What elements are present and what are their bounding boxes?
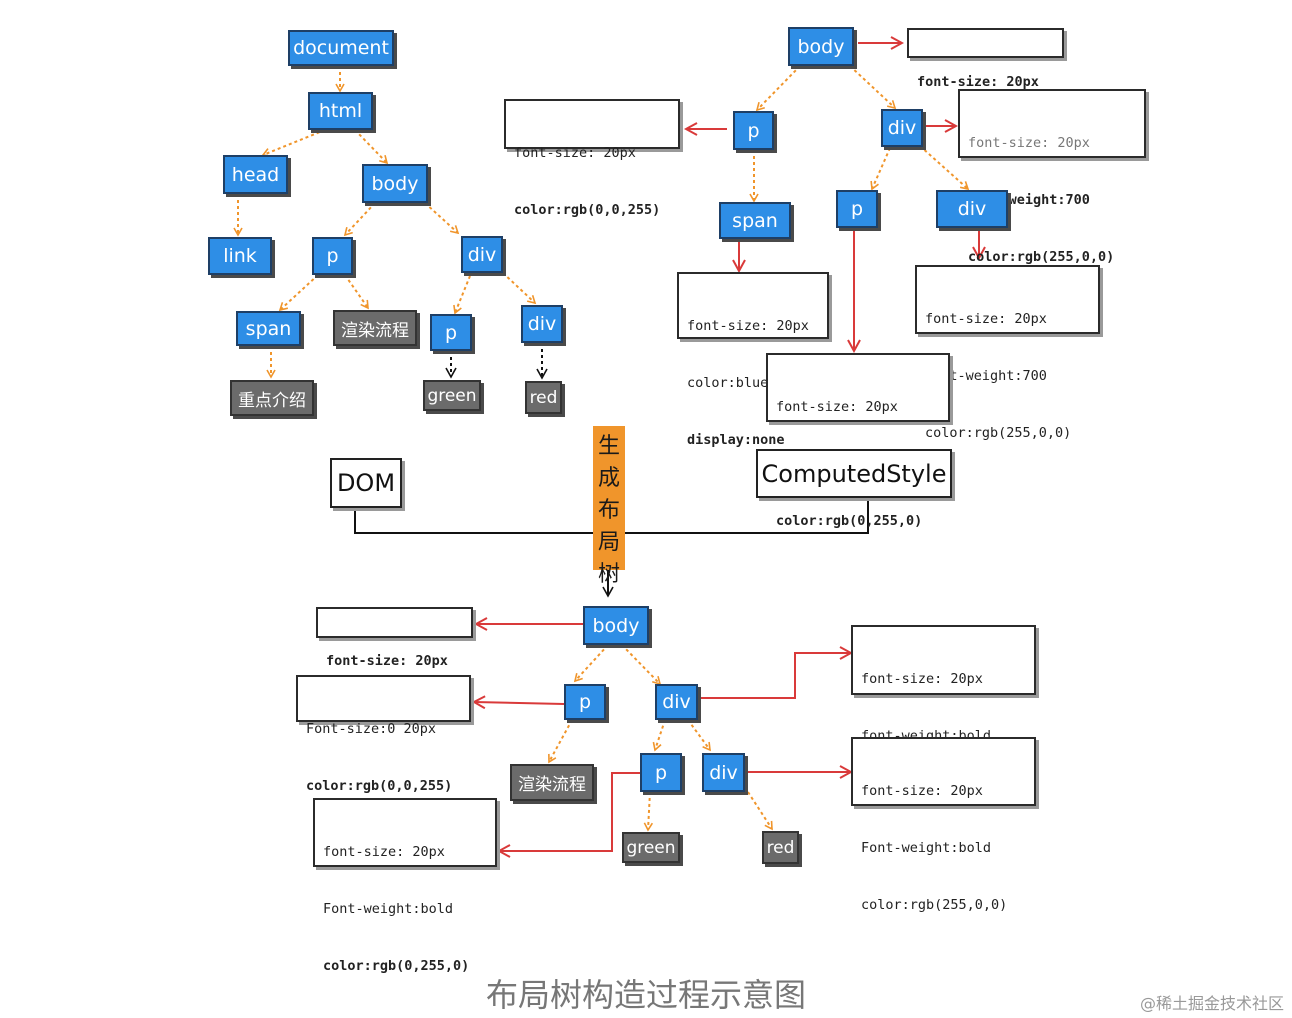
- dom-node-p2: p: [430, 314, 472, 351]
- style-line: font-size: 20px: [861, 671, 983, 687]
- dom-node-div2: div: [521, 305, 563, 343]
- dom-node-div: div: [461, 236, 503, 273]
- gen-char: 成: [597, 466, 620, 491]
- style-line: Font-weight:bold: [861, 840, 992, 856]
- style-line: color:rgb(0,0,255): [514, 202, 661, 218]
- layout-box-p: Font-size:0 20px color:rgb(0,0,255): [296, 675, 471, 794]
- style-line: font-size: 20px: [687, 318, 809, 334]
- style-line: font-size: 20px: [323, 844, 445, 860]
- layout-box-div2: font-size: 20px Font-weight:bold color:r…: [851, 737, 1036, 913]
- style-box-body: font-size: 20px: [907, 28, 1064, 90]
- style-line: color:blue: [687, 375, 769, 391]
- dom-label: DOM: [330, 458, 402, 508]
- dom-node-html: html: [308, 92, 373, 130]
- style-box-p2: font-size: 20px Font-weight:bold color:r…: [766, 353, 950, 529]
- dom-text-render-flow: 渲染流程: [333, 310, 417, 346]
- dom-node-head: head: [223, 155, 288, 194]
- style-line: Font-weight:700: [925, 368, 1047, 384]
- style-node-div2: div: [936, 190, 1008, 228]
- dom-node-p: p: [312, 237, 353, 275]
- style-line: color:rgb(255,0,0): [861, 897, 1008, 913]
- style-line: color:rgb(0,0,255): [306, 778, 453, 794]
- layout-text-green: green: [622, 832, 680, 863]
- style-line: font-size: 20px: [776, 399, 898, 415]
- dom-node-link: link: [208, 237, 272, 275]
- gen-char: 生: [597, 434, 620, 459]
- style-box-p: font-size: 20px color:rgb(0,0,255): [504, 99, 680, 218]
- dom-node-body: body: [362, 164, 428, 203]
- layout-node-body: body: [583, 606, 649, 645]
- style-box-div: font-size: 20px font-weight:700 color:rg…: [958, 89, 1146, 265]
- layout-box-body: font-size: 20px: [316, 607, 473, 669]
- dom-text-key-intro: 重点介绍: [230, 380, 314, 416]
- style-line: Font-weight:bold: [323, 901, 454, 917]
- style-line: color:rgb(255,0,0): [925, 425, 1072, 441]
- layout-box-div: font-size: 20px font-weight:bold color:r…: [851, 625, 1036, 801]
- layout-node-div: div: [655, 684, 698, 720]
- merge-edges: [354, 498, 869, 598]
- style-line: color:rgb(255,0,0): [968, 249, 1115, 265]
- style-line: font-size: 20px: [968, 135, 1090, 151]
- style-box-div2: font-size: 20px Font-weight:700 color:rg…: [915, 265, 1100, 441]
- style-line: Font-size:0 20px: [306, 721, 437, 737]
- gen-char: 局: [597, 530, 620, 555]
- gen-char: 布: [597, 498, 620, 523]
- style-line: font-size: 20px: [925, 311, 1047, 327]
- style-node-span: span: [719, 202, 791, 239]
- generate-layout-tree-label: 生 成 布 局 树: [593, 426, 625, 587]
- layout-node-p2: p: [640, 753, 682, 792]
- style-node-p: p: [733, 111, 774, 150]
- dom-edges: [233, 66, 537, 315]
- style-line: font-size: 20px: [861, 783, 983, 799]
- style-node-div: div: [881, 109, 923, 147]
- style-line: font-size: 20px: [917, 74, 1039, 90]
- layout-text-render-flow: 渲染流程: [510, 764, 594, 801]
- diagram-caption: 布局树构造过程示意图: [485, 976, 806, 1014]
- style-line: font-size: 20px: [326, 653, 448, 669]
- style-line: display:none: [687, 432, 785, 448]
- dom-node-document: document: [288, 30, 394, 66]
- computed-style-label: ComputedStyle: [756, 449, 952, 498]
- layout-box-p2: font-size: 20px Font-weight:bold color:r…: [313, 798, 497, 974]
- style-line: color:rgb(0,255,0): [323, 958, 470, 974]
- style-box-span: font-size: 20px color:blue display:none: [677, 272, 829, 448]
- dom-node-span: span: [236, 311, 301, 346]
- dom-text-green: green: [423, 380, 481, 411]
- style-node-p2: p: [836, 190, 878, 228]
- layout-text-red: red: [762, 831, 799, 864]
- dom-text-red: red: [525, 381, 562, 414]
- style-line: color:rgb(0,255,0): [776, 513, 923, 529]
- layout-node-p: p: [564, 684, 606, 720]
- layout-node-div2: div: [702, 753, 745, 792]
- style-line: font-size: 20px: [514, 145, 636, 161]
- watermark: @稀土掘金技术社区: [1139, 994, 1284, 1013]
- gen-char: 树: [597, 562, 620, 587]
- style-node-body: body: [788, 27, 854, 66]
